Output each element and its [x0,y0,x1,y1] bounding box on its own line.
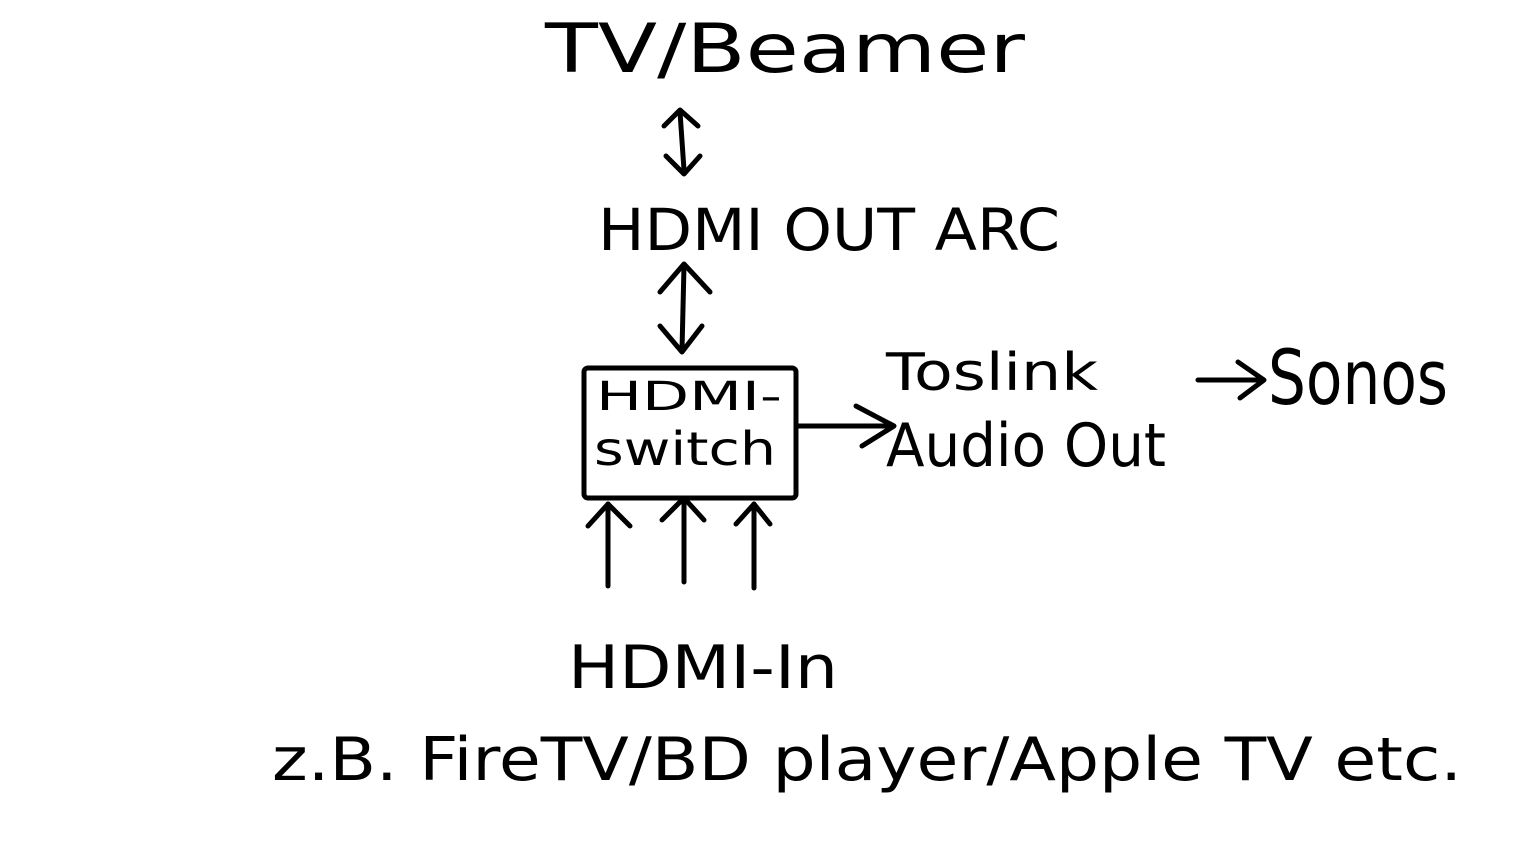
hdmi-switch-label-line2: switch [594,422,776,476]
edge-hdmi-in-2 [659,495,707,585]
hdmi-switch-label-line1: HDMI- [596,374,782,420]
edge-toslink-sonos [1195,359,1267,401]
sonos-label: Sonos [1268,333,1448,422]
sources-label: z.B. FireTV/BD player/Apple TV etc. [272,725,1462,795]
toslink-label: Toslink [885,343,1098,403]
edge-switch-hdmi-out [657,261,713,355]
edge-switch-toslink [793,403,897,449]
hdmi-out-arc-label: HDMI OUT ARC [598,196,1060,264]
edge-hdmi-in-1 [585,501,633,589]
edge-tv-hdmi-out [661,107,703,177]
tv-beamer-label: TV/Beamer [544,10,1025,89]
hdmi-in-label: HDMI-In [568,633,838,703]
hdmi-switch-box [581,365,799,501]
edge-hdmi-in-3 [733,501,773,591]
audio-out-label: Audio Out [886,411,1166,481]
